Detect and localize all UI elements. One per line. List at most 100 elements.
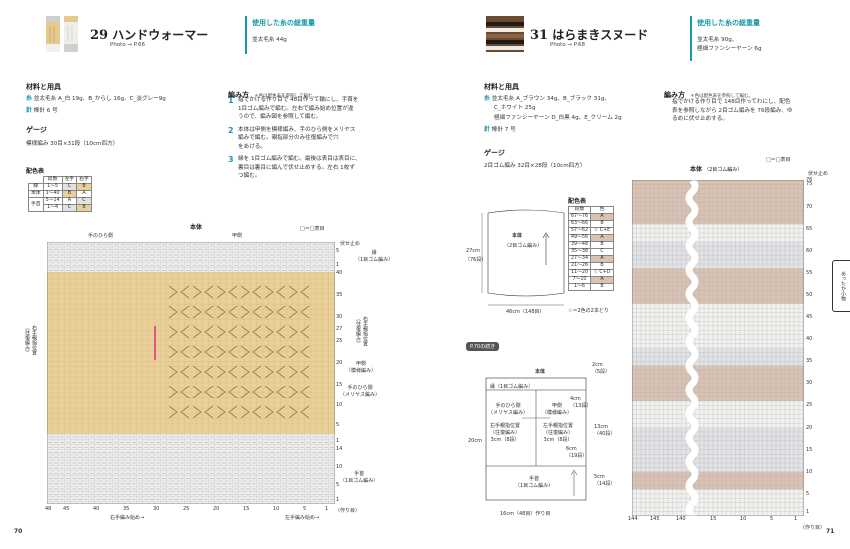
- col-tick: 10: [740, 516, 747, 522]
- left-materials-header: 材料と用具: [26, 83, 61, 91]
- left-yarn-header: 使用した糸の総重量: [252, 19, 315, 27]
- material-mark: 糸: [484, 95, 491, 102]
- dim-4cm: 4cm （13段）: [570, 396, 592, 409]
- snood-height: 27cm: [466, 248, 480, 254]
- ct-head: 色: [590, 206, 615, 214]
- left-method-note: ＊色は配色表を参照して編む。: [254, 94, 317, 99]
- right-gauge: 2目ゴム編み 32目×28段（10cm四方）: [484, 163, 586, 169]
- step-line: 編みで編む。親指部分のみ往復編みで穴: [238, 135, 339, 141]
- mitten-wrist: 手首 （1目ゴム編み）: [515, 476, 554, 489]
- col-tick: 35: [123, 506, 130, 512]
- left-chart-legend: □＝□表目: [300, 226, 325, 232]
- mitten-palm: 手のひら側 （メリヤス編み）: [488, 403, 529, 416]
- col-tick: 5: [303, 506, 307, 512]
- ct-cell: 11～20: [567, 269, 592, 277]
- cast-on-label-right: （作り目）: [800, 525, 826, 531]
- row-tick: 1: [336, 497, 340, 503]
- row-tick: 60: [806, 247, 813, 254]
- ct-cell: B: [590, 262, 615, 270]
- dim-20cm: 20cm: [468, 438, 482, 444]
- ct-cell: B: [76, 183, 92, 191]
- row-tick: 25: [336, 338, 343, 344]
- ct-head: 右手: [76, 176, 92, 184]
- label-back-pattern: 甲側 （模様編み）: [346, 361, 377, 374]
- cont-label: P.70の続き: [466, 342, 500, 351]
- ct-cell: C: [61, 204, 78, 212]
- right-chart-sub: （2目ゴム編み）: [704, 167, 743, 173]
- right-color-table-note: ☆＝2色の2本どり: [568, 308, 609, 314]
- step-number: 1: [228, 96, 234, 105]
- ct-cell: 57～62: [567, 227, 592, 235]
- side-tab: あったか小物: [832, 260, 850, 312]
- right-knitting-chart: [632, 180, 804, 516]
- ct-cell: A: [590, 234, 615, 242]
- material-mark: 針: [26, 106, 33, 114]
- ct-cell: C: [76, 197, 92, 205]
- row-tick: 5: [806, 490, 810, 497]
- col-tick: 40: [93, 506, 100, 512]
- row-tick: 35: [336, 292, 343, 298]
- left-method: 編み方 ＊色は配色表を参照して編む。: [228, 82, 317, 101]
- row-tick: 55: [806, 269, 813, 276]
- chart-break: [685, 180, 699, 516]
- col-tick: 30: [153, 506, 160, 512]
- method-line: るめに伏せ止めする。: [672, 116, 728, 122]
- step-line: をあける。: [238, 143, 266, 150]
- row-tick: 10: [336, 464, 343, 470]
- dim-13cm: 13cm （40段）: [594, 424, 616, 437]
- left-hand-start: 左手編み始め→: [285, 515, 320, 521]
- dim-5cm: 5cm （14段）: [594, 474, 616, 487]
- snood-height-rows: （76段）: [465, 257, 487, 263]
- left-title-text: ハンドウォーマー: [112, 28, 209, 42]
- yarn-line: 極細ファンシーヤーン 6g: [697, 45, 762, 52]
- right-materials-header: 材料と用具: [484, 83, 519, 91]
- col-tick: 20: [213, 506, 220, 512]
- col-tick: 144: [628, 516, 638, 522]
- ct-cell: 1～5: [42, 183, 63, 191]
- row-tick: 40: [806, 336, 813, 343]
- mitten-back: 甲側 （模様編み）: [542, 403, 573, 416]
- ct-cell: 手首: [28, 197, 44, 212]
- left-yarn-bar: [245, 16, 247, 54]
- snood-body-diagram: [481, 209, 565, 306]
- ct-cell: A: [61, 197, 78, 205]
- col-tick: 10: [273, 506, 280, 512]
- row-tick: 10: [336, 402, 343, 408]
- ct-cell: 縁: [28, 183, 44, 191]
- ct-cell: B: [76, 204, 92, 212]
- left-photo-ref: Photo → P.66: [110, 42, 146, 48]
- row-tick: 20: [336, 360, 343, 366]
- ct-cell: 49～56: [567, 234, 592, 242]
- mitten-title: 本体: [535, 369, 546, 375]
- method-line: 指でかける作り目で 148目作ってわにし、配色: [672, 99, 791, 105]
- ct-head: 段数: [42, 176, 63, 184]
- right-title-text: はらまきスヌード: [552, 28, 649, 42]
- row-tick: 45: [806, 314, 813, 321]
- right-title: 31 はらまきスヌード: [530, 26, 648, 43]
- snood-body-sub: （2目ゴム編み）: [504, 243, 543, 249]
- row-tick: 30: [336, 314, 343, 320]
- col-tick: 1: [794, 516, 798, 522]
- ct-cell: 35～38: [567, 248, 592, 256]
- col-tick: 15: [710, 516, 717, 522]
- ct-cell: 63～66: [567, 220, 592, 228]
- label-bind-off: 伏せ止め: [340, 241, 361, 247]
- material-text: 棒針 6 号: [33, 107, 58, 114]
- ct-head: 段数: [567, 206, 592, 214]
- material-text: 棒針 7 号: [491, 126, 516, 133]
- row-tick: 5: [336, 422, 340, 428]
- handwarmer-photo: [46, 16, 78, 52]
- ct-head: [29, 177, 44, 184]
- material-text: 並太毛糸 A_ブラウン 34g、B_ブラック 31g、: [491, 96, 611, 102]
- left-chart-title: 本体: [190, 224, 203, 231]
- ct-cell: A: [590, 276, 615, 284]
- row-tick: 1: [806, 508, 810, 515]
- row-tick: 1: [336, 262, 340, 268]
- step-line: 縁を 1目ゴム編みで編む。最後は表目は表目に、: [238, 156, 361, 162]
- row-tick: 5: [336, 482, 340, 488]
- dim-2cm: 2cm （5段）: [592, 362, 611, 375]
- row-tick: 10: [806, 468, 813, 475]
- row-tick: 50: [806, 291, 813, 298]
- ct-cell: 39～48: [567, 241, 592, 249]
